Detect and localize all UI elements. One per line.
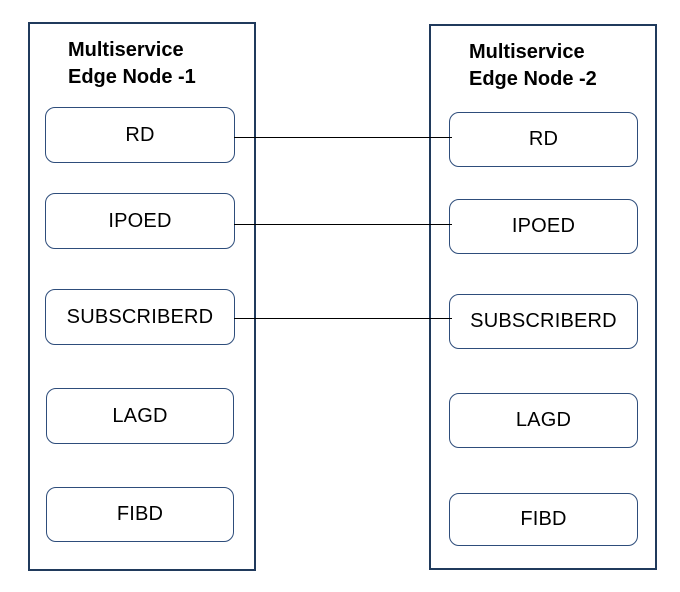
daemon-box-node1-fibd: FIBD	[46, 487, 234, 542]
node-2-title-line-2: Edge Node -2	[469, 68, 597, 90]
daemon-box-node2-rd: RD	[449, 112, 638, 167]
node-2-title-line-1: Multiservice	[469, 41, 585, 63]
daemon-label: RD	[528, 128, 559, 150]
connector-rd-to-rd	[234, 137, 452, 138]
daemon-label: LAGD	[515, 409, 572, 431]
daemon-box-node2-lagd: LAGD	[449, 393, 638, 448]
daemon-label: SUBSCRIBERD	[66, 305, 214, 328]
daemon-box-node2-subscriberd: SUBSCRIBERD	[449, 294, 638, 349]
daemon-box-node1-rd: RD	[45, 107, 235, 163]
daemon-label: LAGD	[112, 404, 168, 427]
daemon-label: SUBSCRIBERD	[470, 310, 617, 332]
daemon-label: RD	[125, 123, 155, 146]
daemon-box-node1-ipoed: IPOED	[45, 193, 235, 249]
node-1-title-line-1: Multiservice	[68, 39, 184, 61]
daemon-label: FIBD	[520, 508, 567, 530]
node-2-title: Multiservice Edge Node -2	[431, 26, 655, 93]
daemon-label: IPOED	[511, 215, 576, 237]
node-1-title: Multiservice Edge Node -1	[30, 24, 254, 91]
node-1-title-line-2: Edge Node -1	[68, 66, 196, 88]
connector-ipoed-to-ipoed	[234, 224, 452, 225]
connector-subscriberd-to-subscriberd	[234, 318, 452, 319]
daemon-label: IPOED	[108, 209, 172, 232]
daemon-box-node2-fibd: FIBD	[449, 493, 638, 546]
daemon-label: FIBD	[116, 503, 164, 525]
daemon-box-node2-ipoed: IPOED	[449, 199, 638, 254]
daemon-box-node1-subscriberd: SUBSCRIBERD	[45, 289, 235, 345]
daemon-box-node1-lagd: LAGD	[46, 388, 234, 444]
